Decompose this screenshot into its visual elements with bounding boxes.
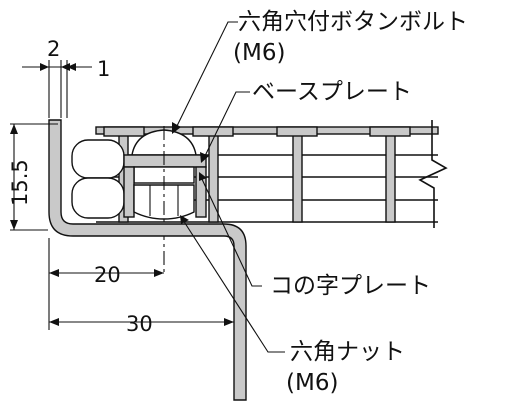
leader-u-plate: コの字プレート bbox=[199, 172, 431, 299]
label-base-plate: ベースプレート bbox=[252, 79, 412, 105]
label-hex-socket-bolt-size: (M6) bbox=[233, 40, 285, 66]
label-hex-socket-bolt: 六角穴付ボタンボルト bbox=[238, 9, 468, 35]
dim-15-5-label: 15.5 bbox=[8, 159, 32, 206]
bearing-bar bbox=[292, 133, 303, 223]
grating bbox=[95, 120, 448, 228]
leader-base-plate: ベースプレート bbox=[200, 79, 412, 163]
bearing-bar-head bbox=[369, 126, 411, 137]
label-hex-nut: 六角ナット bbox=[290, 339, 405, 365]
dim-20-label: 20 bbox=[94, 263, 121, 287]
end-bar-lower bbox=[71, 177, 125, 219]
l-angle-frame bbox=[48, 119, 247, 401]
fastener-assembly bbox=[123, 126, 207, 276]
base-plate bbox=[123, 154, 207, 168]
dim-1-label: 1 bbox=[97, 57, 110, 81]
dimension-15-5: 15.5 bbox=[8, 123, 58, 231]
bearing-bar-head bbox=[103, 126, 145, 137]
frame-angle bbox=[48, 119, 247, 401]
dim-30-label: 30 bbox=[126, 312, 153, 336]
dimension-20: 20 bbox=[48, 238, 164, 330]
leader-hex-socket-bolt: 六角穴付ボタンボルト (M6) bbox=[172, 9, 468, 134]
dimension-top-left: 2 1 bbox=[22, 37, 110, 118]
label-hex-nut-size: (M6) bbox=[286, 370, 338, 396]
bearing-bar bbox=[385, 133, 396, 223]
label-u-plate: コの字プレート bbox=[270, 273, 431, 299]
grating-top-bar bbox=[95, 126, 439, 135]
u-plate-right-leg bbox=[195, 166, 207, 218]
end-bar-upper bbox=[71, 139, 125, 179]
bearing-bar bbox=[208, 133, 219, 223]
dim-2-label: 2 bbox=[47, 37, 60, 61]
bearing-bar-head bbox=[276, 126, 318, 137]
dimension-30: 30 bbox=[49, 312, 234, 336]
u-plate-left-leg bbox=[123, 166, 135, 218]
break-line bbox=[418, 120, 448, 228]
end-bars bbox=[71, 139, 125, 219]
bearing-bar-head bbox=[192, 126, 234, 137]
leader-hex-nut: 六角ナット (M6) bbox=[180, 215, 405, 396]
